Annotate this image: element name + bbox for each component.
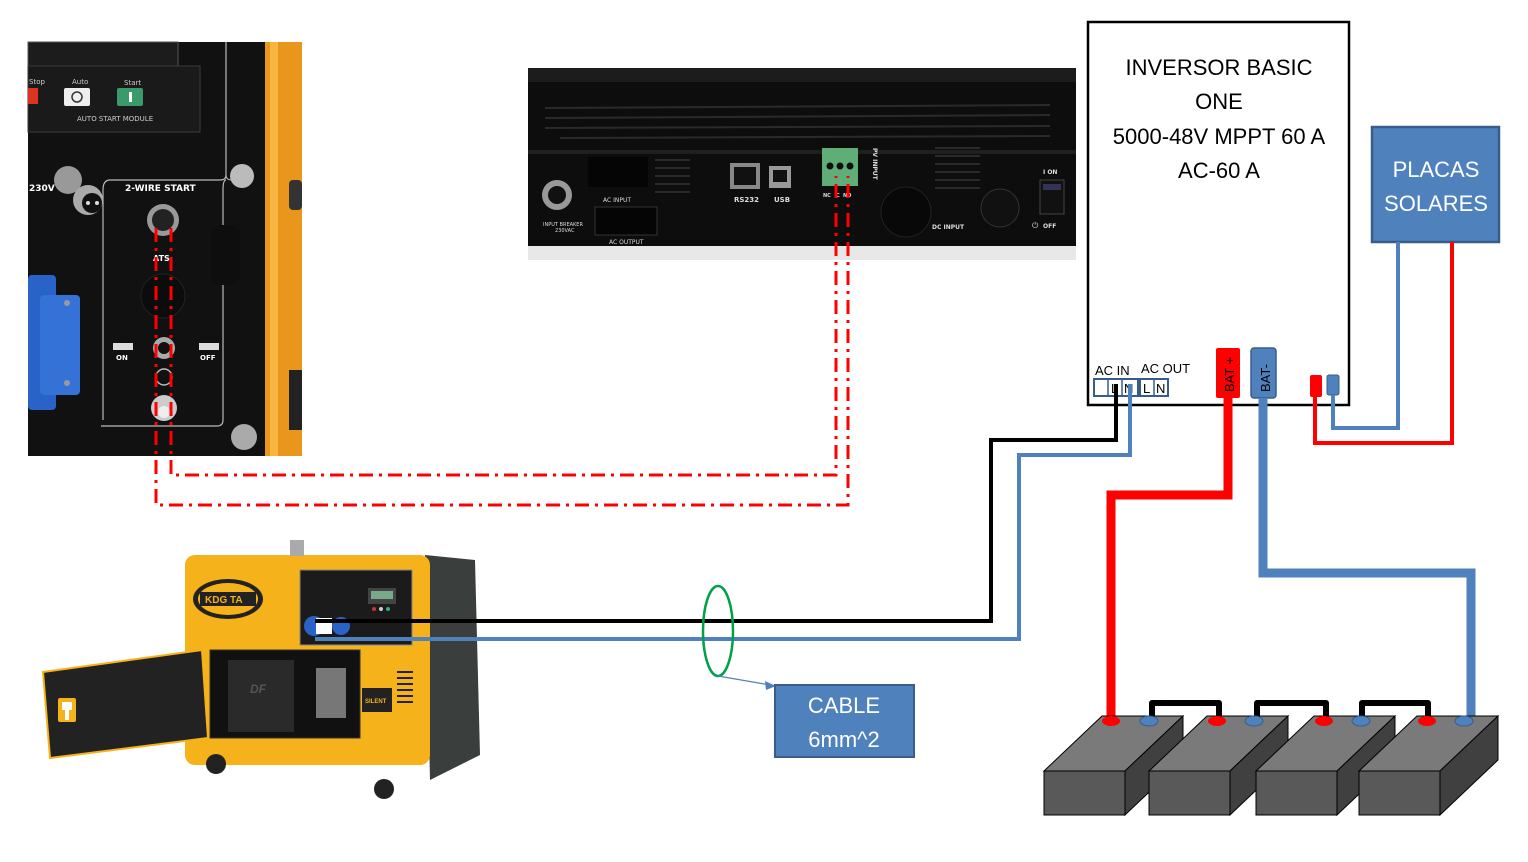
breaker-voltage-label: 230VAC (555, 228, 575, 234)
ats-label: ATS (153, 254, 170, 263)
generator-door (41, 648, 210, 760)
ac-neutral-wire (315, 384, 1132, 641)
battery-jumper-2 (1254, 700, 1329, 718)
dc-input-label: DC INPUT (932, 224, 965, 231)
pv-input-label: PV INPUT (871, 148, 878, 181)
battery-jumper-3 (1359, 700, 1431, 718)
ats-control-wires (154, 176, 850, 507)
battery-jumper-1 (1149, 700, 1222, 718)
battery-bank (1042, 700, 1500, 817)
battery-negative-terminal (1454, 715, 1474, 727)
bat-plus-terminal[interactable]: BAT + (1216, 348, 1240, 398)
ats-wire-inner (169, 176, 838, 477)
inverter-box[interactable]: INVERSOR BASIC ONE 5000-48V MPPT 60 A AC… (1086, 20, 1351, 407)
battery-positive-terminal (1315, 716, 1333, 726)
input-breaker-label: INPUT BREAKER (543, 222, 583, 228)
cable-highlight-ellipse (701, 584, 735, 678)
power-icon: ⏻ (1032, 221, 1039, 230)
ac-input-label: AC INPUT (603, 197, 631, 204)
battery-negative-terminal (1351, 715, 1371, 727)
auto-label: Auto (72, 78, 88, 86)
solar-label-line-1: PLACAS (1393, 157, 1480, 182)
bat-minus-terminal[interactable]: BAT- (1250, 347, 1277, 399)
nc-label: NC (823, 193, 831, 199)
rs232-label: RS232 (734, 196, 759, 204)
inverter-title-line-3: 5000-48V MPPT 60 A (1113, 124, 1326, 149)
inverter-rear-photo: INPUT BREAKER 230VAC AC INPUT AC OUTPUT … (528, 68, 1076, 260)
battery-positive-terminal (1102, 716, 1120, 726)
arrow-head-icon (765, 681, 776, 690)
battery-negative-terminal (1139, 715, 1159, 727)
silent-badge: SILENT (365, 699, 387, 705)
pv-minus-terminal[interactable] (1326, 374, 1340, 396)
model-badge: KDG TA (205, 595, 243, 606)
ac-in-label: AC IN (1095, 363, 1130, 378)
auto-start-module-label: AUTO START MODULE (77, 115, 153, 123)
battery-4 (1357, 714, 1500, 817)
ac-live-wire (315, 384, 1118, 623)
battery-positive-terminal (1208, 716, 1226, 726)
cable-callout-box[interactable]: CABLE 6mm^2 (774, 684, 915, 758)
inverter-title-line-4: AC-60 A (1178, 158, 1260, 183)
cable-label-line-2: 6mm^2 (808, 727, 879, 752)
battery-positive-terminal (1418, 716, 1436, 726)
inverter-title-line-1: INVERSOR BASIC (1125, 55, 1312, 80)
ats-wire-outer (154, 176, 850, 507)
cable-label-line-1: CABLE (808, 693, 880, 718)
start-label: Start (124, 79, 141, 87)
battery-negative-terminal (1244, 715, 1264, 727)
two-wire-start-label: 2-WIRE START (125, 184, 196, 194)
ac-out-terminal-block[interactable]: L N (1139, 378, 1169, 397)
usb-label: USB (774, 196, 790, 204)
battery-negative-wire (1258, 398, 1476, 716)
pv-negative-wire (1331, 242, 1400, 430)
stop-label: Stop (29, 78, 45, 86)
ac-out-l: L (1143, 381, 1150, 396)
battery-2 (1147, 714, 1290, 817)
bat-minus-label: BAT- (1258, 364, 1273, 392)
voltage-label: 230V (29, 184, 55, 194)
switch-off-label: OFF (200, 354, 216, 362)
ac-out-n: N (1156, 381, 1165, 396)
inverter-title-line-2: ONE (1195, 89, 1243, 114)
power-on-label: I ON (1043, 169, 1057, 176)
battery-positive-wire (1106, 398, 1233, 716)
c-label: C (836, 193, 840, 199)
callout-arrow (717, 675, 771, 686)
bat-plus-label: BAT + (1222, 357, 1237, 392)
solar-label-line-2: SOLARES (1384, 191, 1488, 216)
battery-1 (1042, 714, 1185, 817)
generator-photo: KDG TA DF SILENT (41, 540, 480, 799)
switch-on-label: ON (116, 354, 128, 362)
power-off-label: OFF (1043, 223, 1056, 230)
pv-positive-wire (1313, 242, 1454, 445)
ac-out-label: AC OUT (1141, 361, 1190, 376)
generator-panel-photo: Stop Auto Start AUTO START MODULE 230V 2… (27, 41, 302, 456)
ac-output-label: AC OUTPUT (609, 239, 644, 246)
pv-plus-terminal[interactable] (1310, 375, 1322, 397)
brand-logo: DF (250, 682, 267, 696)
solar-panels-box[interactable]: PLACAS SOLARES (1370, 125, 1501, 244)
